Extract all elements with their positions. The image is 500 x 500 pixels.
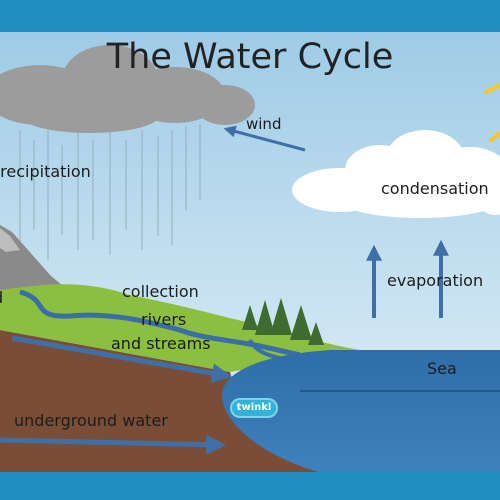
label-wind: wind: [246, 115, 282, 133]
runoff-arrow: [11, 335, 232, 384]
diagram-title: The Water Cycle: [106, 37, 394, 77]
label-evaporation: evaporation: [387, 271, 484, 290]
rain-cloud: [0, 45, 255, 133]
label-land-partial: d: [0, 290, 3, 306]
mountain: [0, 225, 70, 300]
rain-streaks: [19, 124, 201, 260]
label-condensation: condensation: [381, 179, 489, 198]
sun-rays: [484, 84, 500, 142]
label-and-streams: and streams: [111, 334, 211, 353]
label-precipitation: precipitation: [0, 162, 91, 181]
condensation-cloud: [292, 130, 500, 218]
river: [19, 289, 301, 358]
soil-layer: [0, 330, 330, 475]
label-underground-water: underground water: [14, 411, 168, 430]
label-sea: Sea: [427, 359, 457, 378]
underground-water-arrow: [0, 434, 226, 455]
label-rivers: rivers: [141, 310, 187, 329]
label-collection: collection: [122, 282, 199, 301]
twinkl-logo: twinkl: [230, 398, 278, 418]
trees: [242, 298, 324, 345]
wind-arrow: [223, 125, 306, 152]
mountain-highlight: [0, 228, 20, 252]
sea: [221, 350, 500, 475]
frame-bottom: [0, 472, 500, 500]
